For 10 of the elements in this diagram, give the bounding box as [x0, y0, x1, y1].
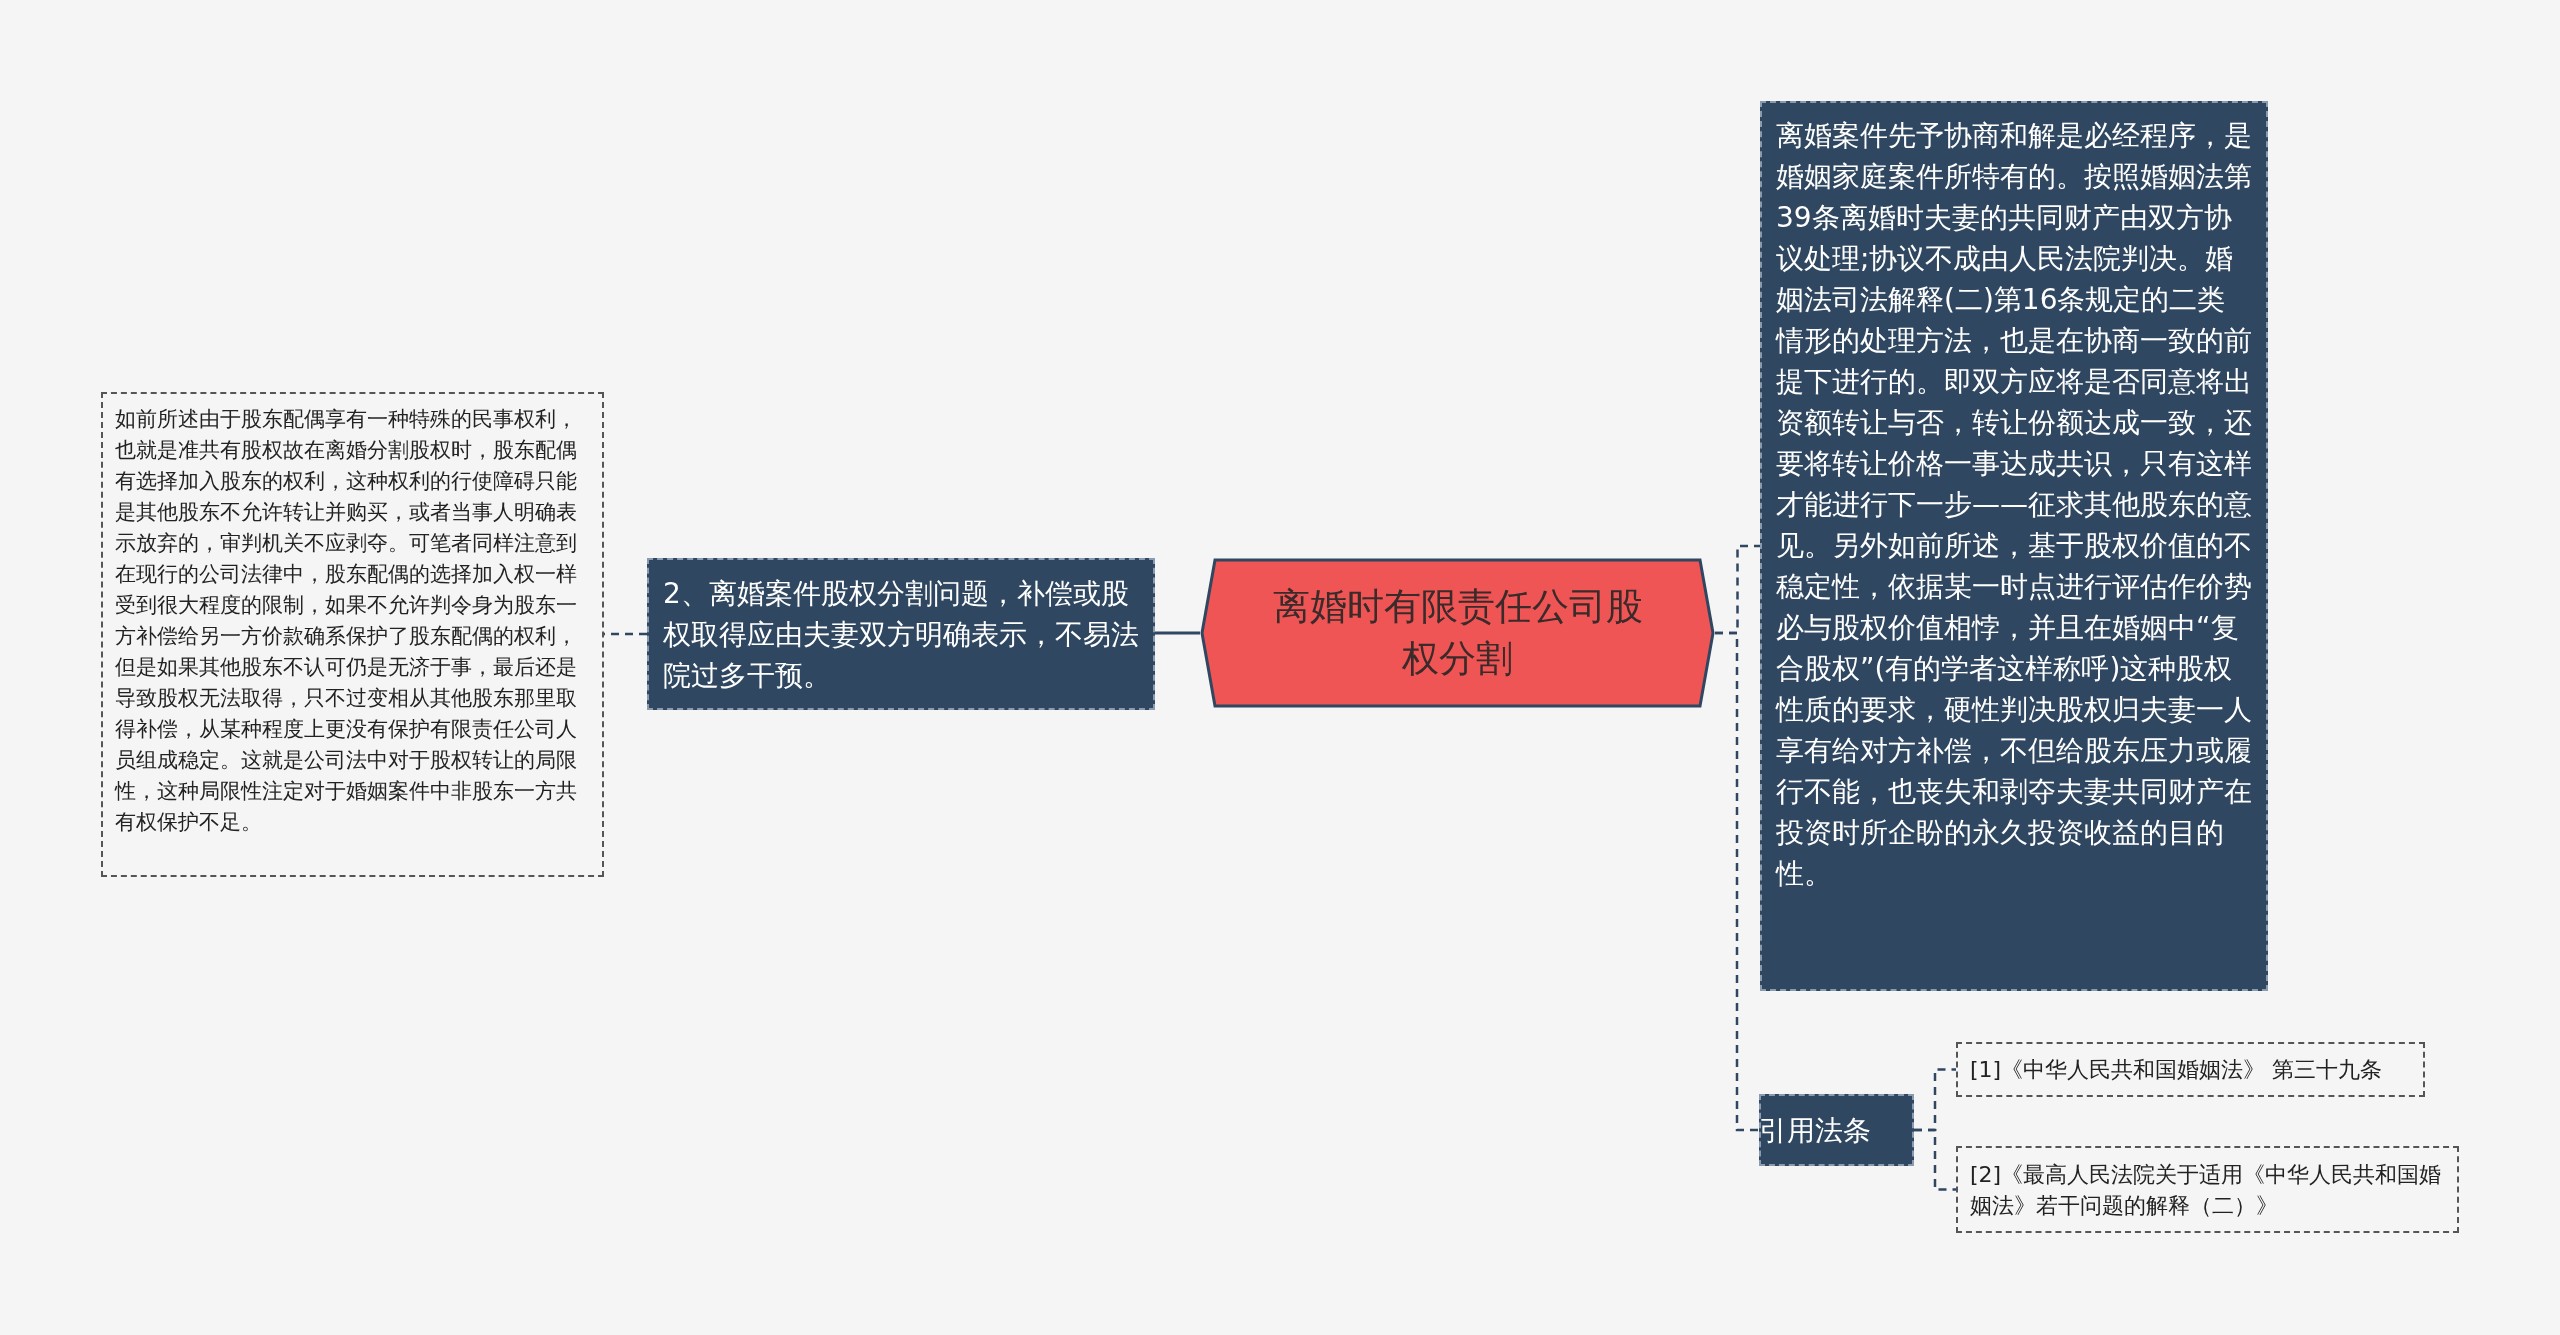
topic-box: 引用法条: [1759, 1094, 1914, 1166]
text-box: 如前所述由于股东配偶享有一种特殊的民事权利，也就是准共有股权故在离婚分割股权时，股东配偶有选择加入股东的权利，这种权利的行使障碍只能是其他股东不允许转让并购买，或者当事人明确表示放弃的，审判机关不应剥夺。可笔者同样注意到在现行的公司法律中，股东配偶的选择加入权一样受到很大程度的限制，如果不允许判令身为股东一方补偿给另一方价款确系保护了股东配偶的权利，但是如果其他股东不认可仍是无济于事，最后还是导致股权无法取得，只不过变相从其他股东那里取得补偿，从某种程度上更没有保护有限责任公司人员组成稳定。这就是公司法中对于股权转让的局限性，这种局限性注定对于婚姻案件中非股东一方共有权保护不足。: [101, 392, 604, 877]
reference-box: [1]《中华人民共和国婚姻法》 第三十九条: [1956, 1042, 2425, 1097]
reference-box: [2]《最高人民法院关于适用《中华人民共和国婚姻法》若干问题的解释（二）》: [1956, 1146, 2459, 1233]
connector-line: [1715, 631, 1759, 1132]
connector-line: [1155, 631, 1200, 635]
connector-line: [1914, 1128, 1956, 1191]
connector-line: [604, 632, 647, 636]
topic-box: 2、离婚案件股权分割问题，补偿或股权取得应由夫妻双方明确表示，不易法院过多干预。: [647, 558, 1155, 710]
topic-box: 离婚案件先予协商和解是必经程序，是婚姻家庭案件所特有的。按照婚姻法第39条离婚时夫妻的共同财产由双方协议处理;协议不成由人民法院判决。婚姻法司法解释(二)第16条规定的二类情形的处理方法，也是在协商一致的前提下进行的。即双方应将是否同意将出资额转让与否，转让份额达成一致，还要将转让价格一事达成共识，只有这样才能进行下一步——征求其他股东的意见。另外如前所述，基于股权价值的不稳定性，依据某一时点进行评估作价势必与股权价值相悖，并且在婚姻中“复合股权”(有的学者这样称呼)这种股权性质的要求，硬性判决股权归夫妻一人享有给对方补偿，不但给股东压力或履行不能，也丧失和剥夺夫妻共同财产在投资时所企盼的永久投资收益的目的性。: [1760, 101, 2268, 991]
